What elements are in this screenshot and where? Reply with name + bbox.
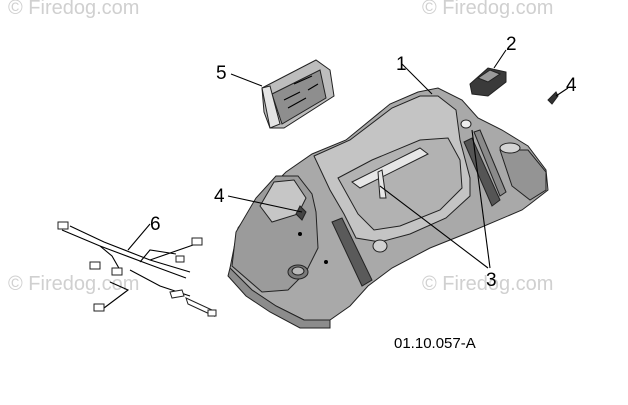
part-1-body-panel xyxy=(227,87,549,329)
watermark-top-left: © Firedog.com xyxy=(8,0,139,19)
callout-4-right: 4 xyxy=(566,75,577,96)
part-5-control-panel xyxy=(261,59,335,129)
callout-2: 2 xyxy=(506,34,517,55)
callout-6: 6 xyxy=(150,214,161,235)
part-2-switch xyxy=(469,67,507,97)
figure-id: 01.10.057-A xyxy=(394,335,476,352)
part-4-screw-right xyxy=(547,91,559,105)
callout-5: 5 xyxy=(216,63,227,84)
watermark-top-right: © Firedog.com xyxy=(422,0,553,19)
callout-3: 3 xyxy=(486,270,497,291)
watermark-mid-right: © Firedog.com xyxy=(422,273,553,295)
part-6-wiring-harness xyxy=(57,221,217,317)
callout-4-left: 4 xyxy=(214,186,225,207)
watermark-mid-left: © Firedog.com xyxy=(8,273,139,295)
leader-lines xyxy=(127,49,569,269)
callout-1: 1 xyxy=(396,54,407,75)
